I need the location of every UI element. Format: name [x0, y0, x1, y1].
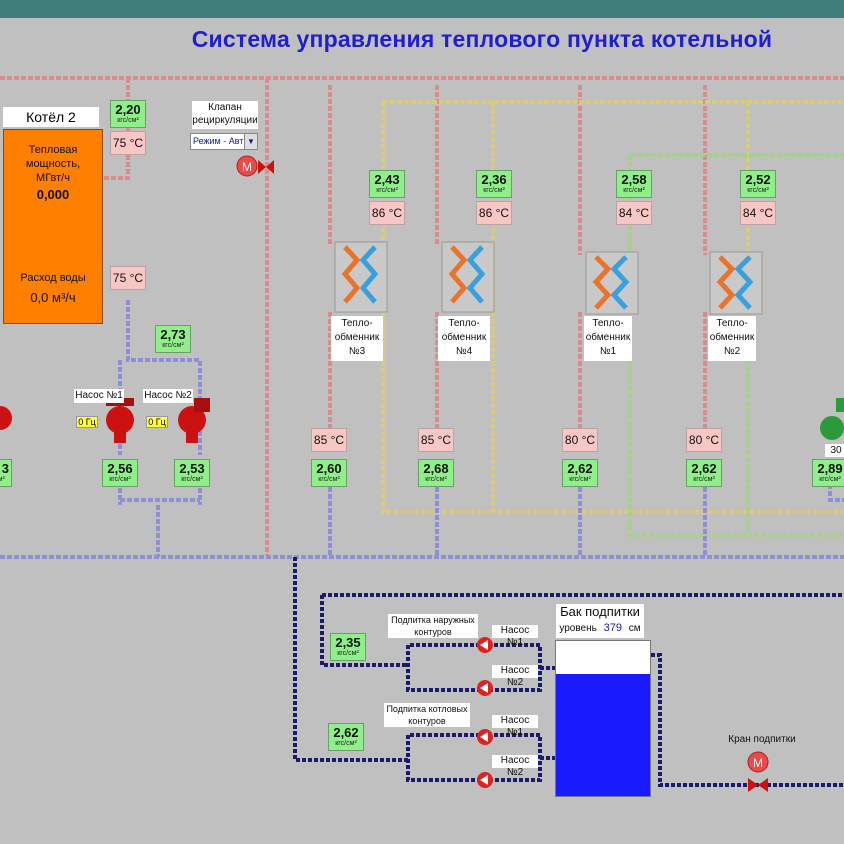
makeup-valve-label: Кран подпитки — [728, 734, 796, 745]
outer-makeup-pump-1-label: Насос №1 — [492, 625, 538, 648]
boiler-temp-bottom: 75 °C — [110, 266, 146, 290]
makeup-valve-icon: M — [747, 751, 769, 792]
boiler-pump-1-icon — [106, 398, 134, 443]
tank-level-label: уровень — [559, 623, 597, 634]
exchanger-2-temp-top: 84 °C — [740, 201, 776, 225]
boiler-temp-top: 75 °C — [110, 131, 146, 155]
heat-exchanger-4-icon — [441, 241, 495, 313]
exchanger-2-label: Тепло-обменник №2 — [708, 316, 756, 361]
right-pump-frequency: 30 — [825, 444, 844, 457]
exchanger-1-label: Тепло-обменник №1 — [584, 316, 632, 361]
pump-2-label: Насос №2 — [143, 389, 193, 403]
exchanger-1-temp-bottom: 80 °C — [562, 428, 598, 452]
tank-water-level — [556, 673, 650, 796]
tank-header: Бак подпитки уровень 379 см — [556, 604, 644, 638]
makeup-tank[interactable] — [555, 640, 651, 797]
tank-title: Бак подпитки — [560, 604, 640, 619]
recirculation-valve-icon: M — [236, 155, 274, 177]
top-bar — [0, 0, 844, 18]
tank-level-value: 379 — [603, 622, 622, 634]
valve-mode-select[interactable]: Режим - Авт ▼ — [190, 133, 258, 150]
boiler-makeup-label: Подпитка котловых контуров — [384, 703, 470, 727]
exchanger-4-label: Тепло-обменник №4 — [438, 316, 490, 361]
valve-mode-value: Режим - Авт — [193, 136, 244, 146]
exchanger-3-temp-bottom: 85 °C — [311, 428, 347, 452]
heat-exchanger-3-icon — [334, 241, 388, 313]
boiler-makeup-pump-2-label: Насос №2 — [492, 755, 538, 778]
boiler-pump-2-icon — [178, 398, 210, 443]
pump-1-label: Насос №1 — [74, 389, 124, 403]
page-title: Система управления теплового пункта коте… — [191, 26, 773, 52]
exchanger-4-temp-top: 86 °C — [476, 201, 512, 225]
exchanger-4-temp-bottom: 85 °C — [418, 428, 454, 452]
outer-makeup-label: Подпитка наружных контуров — [388, 614, 478, 638]
boiler-power-label: Тепловая мощность, МГвт/ч — [25, 144, 81, 184]
right-pump-icon — [820, 398, 844, 440]
boiler-flow-label: Расход воды — [20, 272, 86, 284]
exchanger-1-temp-top: 84 °C — [616, 201, 652, 225]
left-pump-icon — [0, 406, 12, 430]
heat-exchanger-2-icon — [709, 251, 763, 315]
exchanger-3-temp-top: 86 °C — [369, 201, 405, 225]
valve-label: Клапан рециркуляции — [192, 101, 258, 129]
outer-makeup-pump-2-label: Насос №2 — [492, 665, 538, 688]
boiler-panel[interactable]: Тепловая мощность, МГвт/ч 0,000 Расход в… — [3, 129, 103, 324]
boiler-power-value: 0,000 — [36, 187, 70, 202]
heat-exchanger-1-icon — [585, 251, 639, 315]
makeup-pump-icons — [477, 637, 493, 788]
boiler-title: Котёл 2 — [3, 107, 99, 127]
boiler-makeup-pump-1-label: Насос №1 — [492, 715, 538, 738]
tank-level-unit: см — [628, 623, 641, 634]
chevron-down-icon[interactable]: ▼ — [244, 134, 257, 149]
svg-text:M: M — [242, 160, 252, 174]
pump-1-frequency: 0 Гц — [76, 416, 98, 428]
exchanger-3-label: Тепло-обменник №3 — [331, 316, 383, 361]
svg-text:M: M — [753, 756, 763, 770]
boiler-flow-value: 0,0 м³/ч — [30, 290, 76, 305]
pump-2-frequency: 0 Гц — [146, 416, 168, 428]
exchanger-2-temp-bottom: 80 °C — [686, 428, 722, 452]
